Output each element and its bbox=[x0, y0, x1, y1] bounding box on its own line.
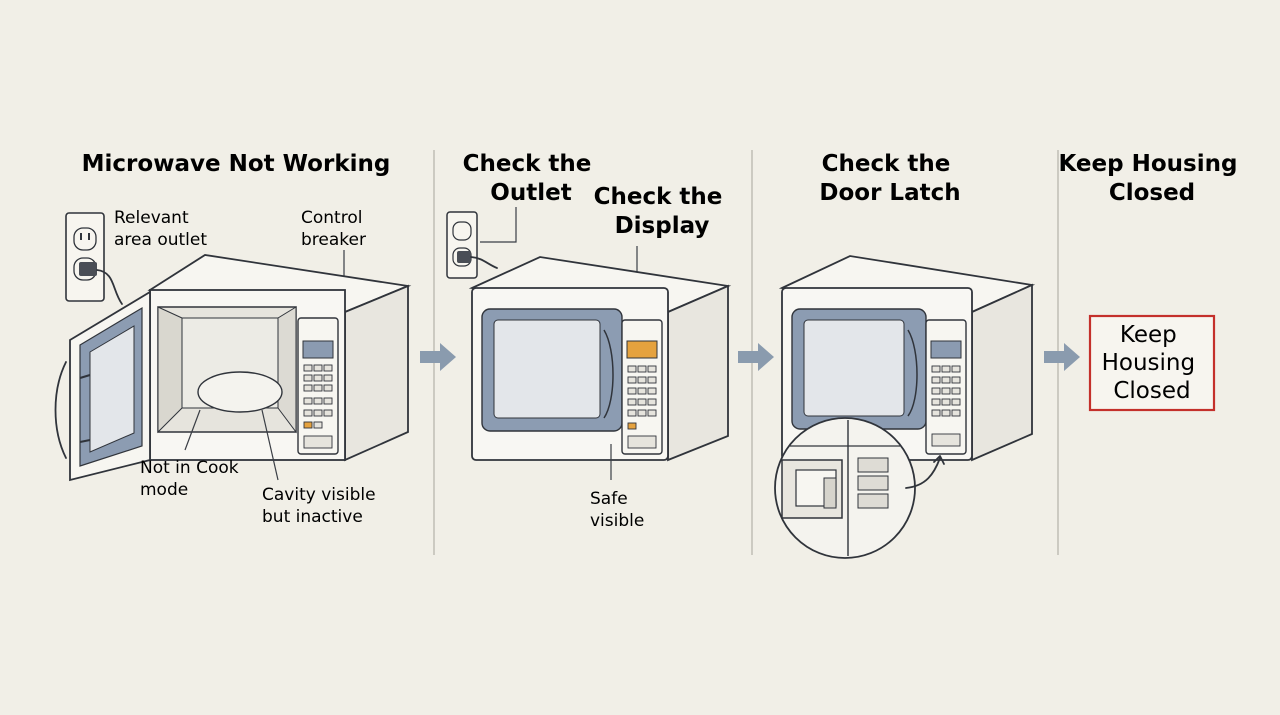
step2-subtitle: Check the Display bbox=[594, 184, 731, 239]
magnifier-inset-icon bbox=[774, 417, 945, 559]
leader-cook bbox=[184, 409, 201, 451]
warning-box-text: Keep Housing Closed bbox=[1102, 322, 1203, 404]
microwave-closed-icon bbox=[468, 256, 732, 462]
plug-icon bbox=[457, 251, 498, 269]
arrow-right-icon bbox=[738, 343, 774, 371]
warning-box bbox=[1088, 314, 1216, 412]
wall-outlet-icon bbox=[446, 211, 478, 279]
microwave-closed-icon bbox=[778, 255, 1036, 462]
label-safe-visible: Safe visible bbox=[590, 489, 644, 531]
label-breaker: Control breaker bbox=[301, 208, 368, 250]
arrow-right-icon bbox=[1044, 343, 1080, 371]
step2-title: Check the Outlet bbox=[463, 151, 600, 206]
leader-cavity bbox=[261, 409, 279, 481]
leader-outlet bbox=[480, 207, 517, 243]
step1-title: Microwave Not Working bbox=[82, 151, 391, 177]
step4-title: Keep Housing Closed bbox=[1059, 151, 1246, 206]
plug-icon bbox=[79, 262, 123, 305]
step3-title: Check the Door Latch bbox=[819, 151, 960, 206]
label-cavity: Cavity visible but inactive bbox=[262, 485, 381, 527]
microwave-open-icon bbox=[54, 254, 412, 482]
label-cook-mode: Not in Cook mode bbox=[140, 458, 244, 500]
label-outlet: Relevant area outlet bbox=[114, 208, 207, 250]
arrow-right-icon bbox=[420, 343, 456, 371]
wall-outlet-icon bbox=[65, 212, 105, 302]
